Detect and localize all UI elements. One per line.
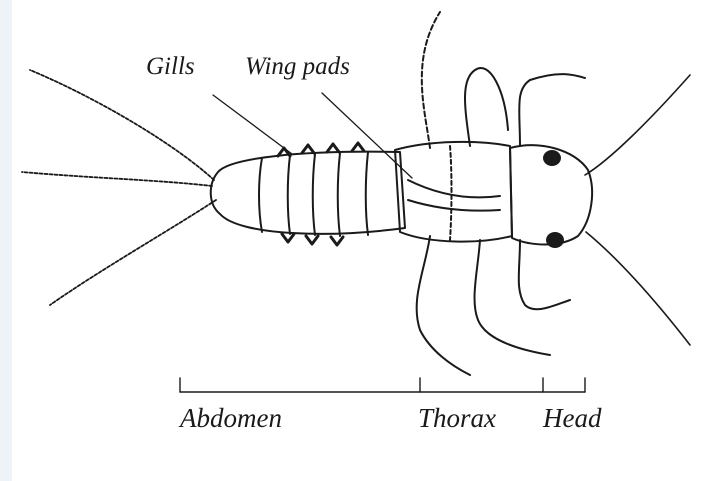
cerci	[22, 70, 216, 305]
abdomen-label: Abdomen	[180, 403, 282, 434]
gills-label: Gills	[146, 53, 195, 81]
antennae	[585, 75, 690, 345]
eyes	[543, 150, 564, 248]
segment-scale-bar	[180, 378, 585, 392]
thorax-body	[395, 142, 512, 242]
head-label: Head	[543, 403, 601, 434]
callout-leaders	[213, 93, 412, 178]
gill-tufts	[278, 143, 364, 245]
abdomen-body	[211, 152, 405, 236]
thorax-label: Thorax	[418, 403, 496, 434]
wing-pads-label: Wing pads	[245, 53, 350, 81]
